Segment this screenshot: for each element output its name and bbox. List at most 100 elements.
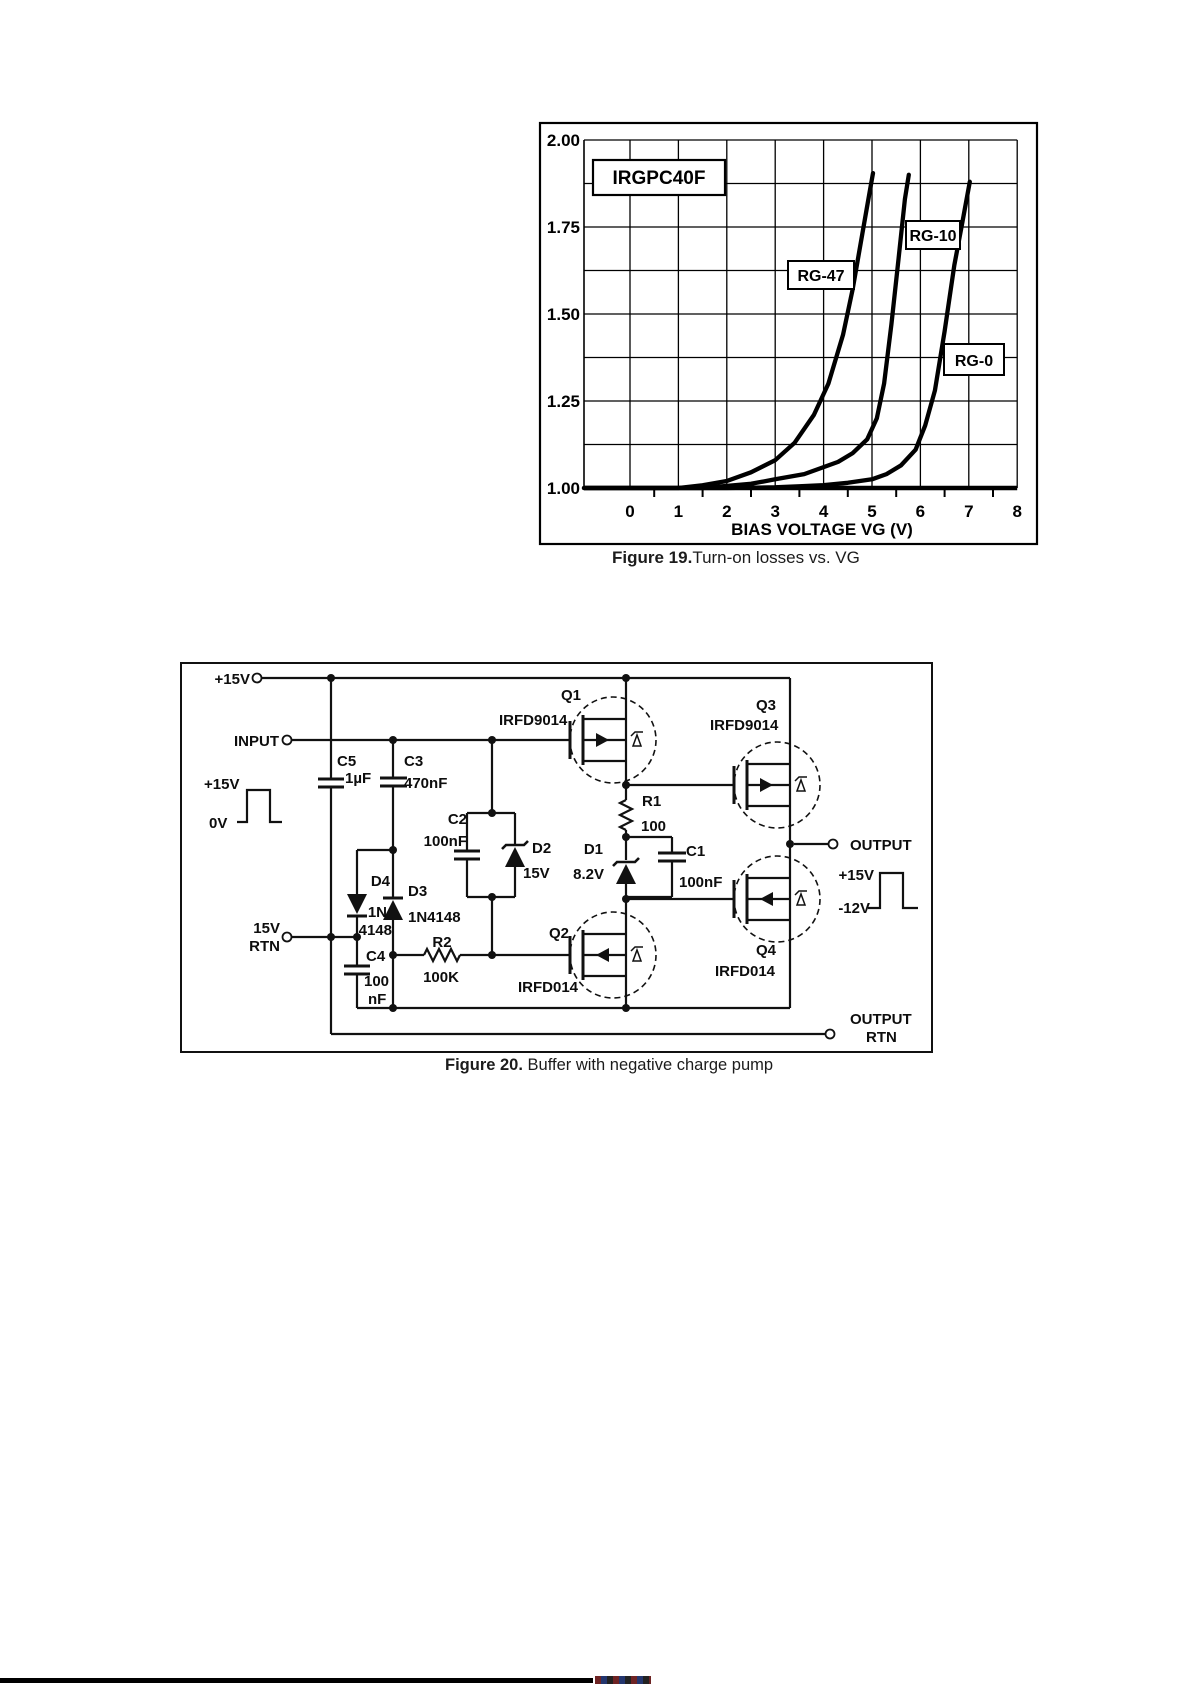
buffer-circuit-diagram: +15V INPUT +15V 0V 15V RTN C5 1µF C3 470… (170, 655, 940, 1055)
r1-value: 100 (641, 818, 666, 835)
output-label: OUTPUT (850, 837, 912, 854)
junction-dots (327, 674, 794, 1012)
output-rtn-terminal (824, 1028, 836, 1040)
zener-d1 (616, 864, 636, 884)
rg0-label: RG-0 (955, 353, 993, 370)
circuit-labels: +15V INPUT +15V 0V 15V RTN C5 1µF C3 470… (204, 671, 912, 1046)
x-axis-title: BIAS VOLTAGE VG (V) (731, 520, 913, 539)
wave-in-high: +15V (204, 776, 239, 793)
input-terminal (281, 734, 293, 746)
resistor-r1 (617, 799, 635, 831)
output-terminal (827, 838, 839, 850)
curve-RG-47 (581, 170, 876, 491)
diode-d4 (347, 894, 367, 914)
x-tick-label: 8 (1012, 502, 1021, 521)
y-tick-label: 1.50 (547, 305, 580, 324)
d3-value: 1N4148 (408, 909, 461, 926)
rtn-label-1: 15V (253, 920, 280, 937)
figure19-caption-text: Turn-on losses vs. VG (692, 548, 860, 567)
footer-scan-bar (0, 1678, 593, 1683)
d3-ref: D3 (408, 883, 427, 900)
x-tick-label: 6 (916, 502, 925, 521)
figure19-caption: Figure 19.Turn-on losses vs. VG (612, 548, 860, 568)
rg0-label-box (943, 343, 1005, 376)
c3-ref: C3 (404, 753, 423, 770)
mosfet-q4 (732, 855, 821, 943)
circuit-canvas: +15V INPUT +15V 0V 15V RTN C5 1µF C3 470… (180, 662, 933, 1053)
r2-ref: R2 (432, 934, 451, 951)
c1-ref: C1 (686, 843, 705, 860)
c5-ref: C5 (337, 753, 356, 770)
part-label-box (591, 158, 727, 197)
d1-value: 8.2V (573, 866, 604, 883)
diode-d3 (383, 900, 403, 920)
x-tick-label: 1 (674, 502, 683, 521)
r2-value: 100K (423, 969, 459, 986)
q4-type: IRFD014 (715, 963, 776, 980)
terminals (251, 672, 839, 1040)
rg10-label-box (905, 220, 961, 250)
input-label: INPUT (234, 733, 279, 750)
d2-ref: D2 (532, 840, 551, 857)
c5-value: 1µF (345, 770, 371, 787)
rg47-label: RG-47 (797, 268, 844, 285)
y-tick-label: 1.75 (547, 218, 580, 237)
c4-value-1: 100 (364, 973, 389, 990)
x-tick-label: 2 (722, 502, 731, 521)
curve-RG-10 (581, 172, 911, 491)
circuit-border (180, 662, 933, 1053)
footer-artifact (595, 1676, 651, 1684)
rtn-label-2: RTN (249, 938, 280, 955)
figure20-caption-text: Buffer with negative charge pump (522, 1056, 774, 1074)
vcc-label: +15V (215, 671, 250, 688)
c2-value: 100nF (424, 833, 467, 850)
q1-ref: Q1 (561, 687, 581, 704)
q2-ref: Q2 (549, 925, 569, 942)
part-label: IRGPC40F (613, 168, 706, 189)
c2-ref: C2 (448, 811, 467, 828)
y-tick-label: 1.25 (547, 392, 580, 411)
rg10-label: RG-10 (909, 228, 956, 245)
capacitor-plates (318, 776, 686, 976)
resistors (423, 799, 635, 964)
vcc-terminal (251, 672, 263, 684)
c1-value: 100nF (679, 874, 722, 891)
mosfet-q1 (568, 696, 657, 784)
wave-out-low: -12V (838, 900, 870, 917)
figure20-caption-number: Figure 20. (445, 1056, 523, 1074)
q2-type: IRFD014 (518, 979, 579, 996)
c4-value-2: nF (368, 991, 386, 1008)
x-tick-label: 3 (770, 502, 779, 521)
output-rtn-label-1: OUTPUT (850, 1011, 912, 1028)
r1-ref: R1 (642, 793, 661, 810)
x-tick-label: 7 (964, 502, 973, 521)
diodes (347, 840, 640, 920)
d1-ref: D1 (584, 841, 603, 858)
figure20-caption: Figure 20. Buffer with negative charge p… (445, 1056, 773, 1075)
c3-value: 470nF (404, 775, 447, 792)
zener-d2 (505, 847, 525, 867)
q3-type: IRFD9014 (710, 717, 779, 734)
d4-value-2: 4148 (359, 922, 392, 939)
mosfets (568, 696, 821, 999)
output-rtn-label-2: RTN (866, 1029, 897, 1046)
c4-ref: C4 (366, 948, 386, 965)
q4-ref: Q4 (756, 942, 777, 959)
q1-type: IRFD9014 (499, 712, 568, 729)
q3-ref: Q3 (756, 697, 776, 714)
rg47-label-box (787, 260, 855, 290)
d2-value: 15V (523, 865, 550, 882)
chart-annotations: IRGPC40F RG-47 RG-10 RG-0 (591, 158, 1005, 376)
chart-frame (538, 121, 1039, 546)
y-tick-label: 1.00 (547, 479, 580, 498)
rtn-terminal (281, 931, 293, 943)
d4-value-1: 1N (368, 904, 387, 921)
x-tick-label: 4 (819, 502, 829, 521)
mosfet-q2 (568, 911, 657, 999)
x-tick-label: 5 (867, 502, 876, 521)
x-tick-label: 0 (625, 502, 634, 521)
figure19-caption-number: Figure 19. (612, 548, 693, 567)
